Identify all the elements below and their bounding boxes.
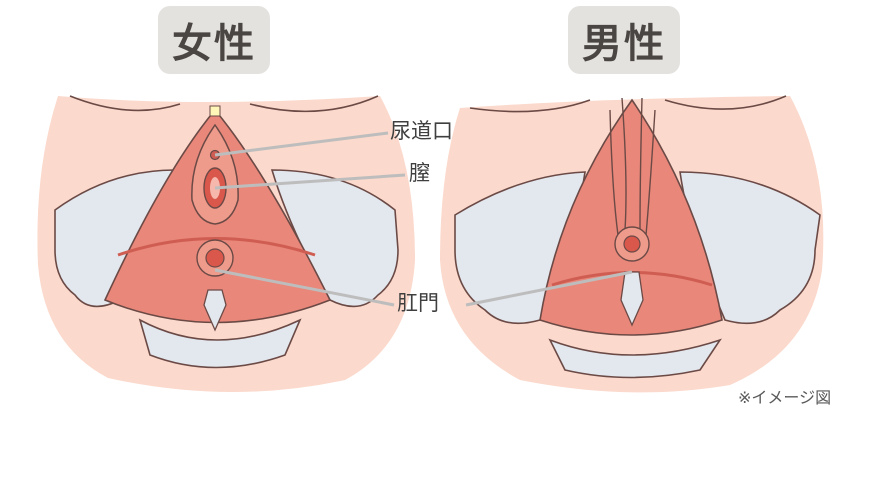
male-anus: [623, 235, 641, 253]
anus-label: 肛門: [397, 291, 439, 315]
male-pelvis: [440, 95, 824, 393]
male-bone-base: [548, 338, 722, 379]
male-buttock-line: [469, 95, 787, 113]
male-penile-muscle: [609, 97, 656, 236]
anus-leader-line-female: [214, 268, 395, 307]
male-coccyx: [620, 271, 644, 327]
female-buttock-line: [69, 95, 379, 113]
vagina-leader-line: [214, 173, 406, 190]
urethra-leader-line: [214, 131, 389, 157]
female-anus: [205, 248, 225, 268]
anus-leader-line-male: [465, 270, 633, 307]
female-muscle-band: [117, 237, 316, 257]
female-pubic-mark: [209, 105, 221, 117]
vagina-label: 膣: [409, 161, 430, 185]
female-title-badge: 女性: [158, 6, 270, 74]
urethra-label: 尿道口: [390, 119, 453, 143]
female-coccyx: [203, 289, 227, 332]
image-note: ※イメージ図: [738, 388, 832, 407]
leader-lines: [214, 131, 633, 307]
male-title-badge: 男性: [568, 6, 680, 74]
female-pelvis: [37, 95, 416, 393]
female-bone-base: [138, 318, 302, 369]
